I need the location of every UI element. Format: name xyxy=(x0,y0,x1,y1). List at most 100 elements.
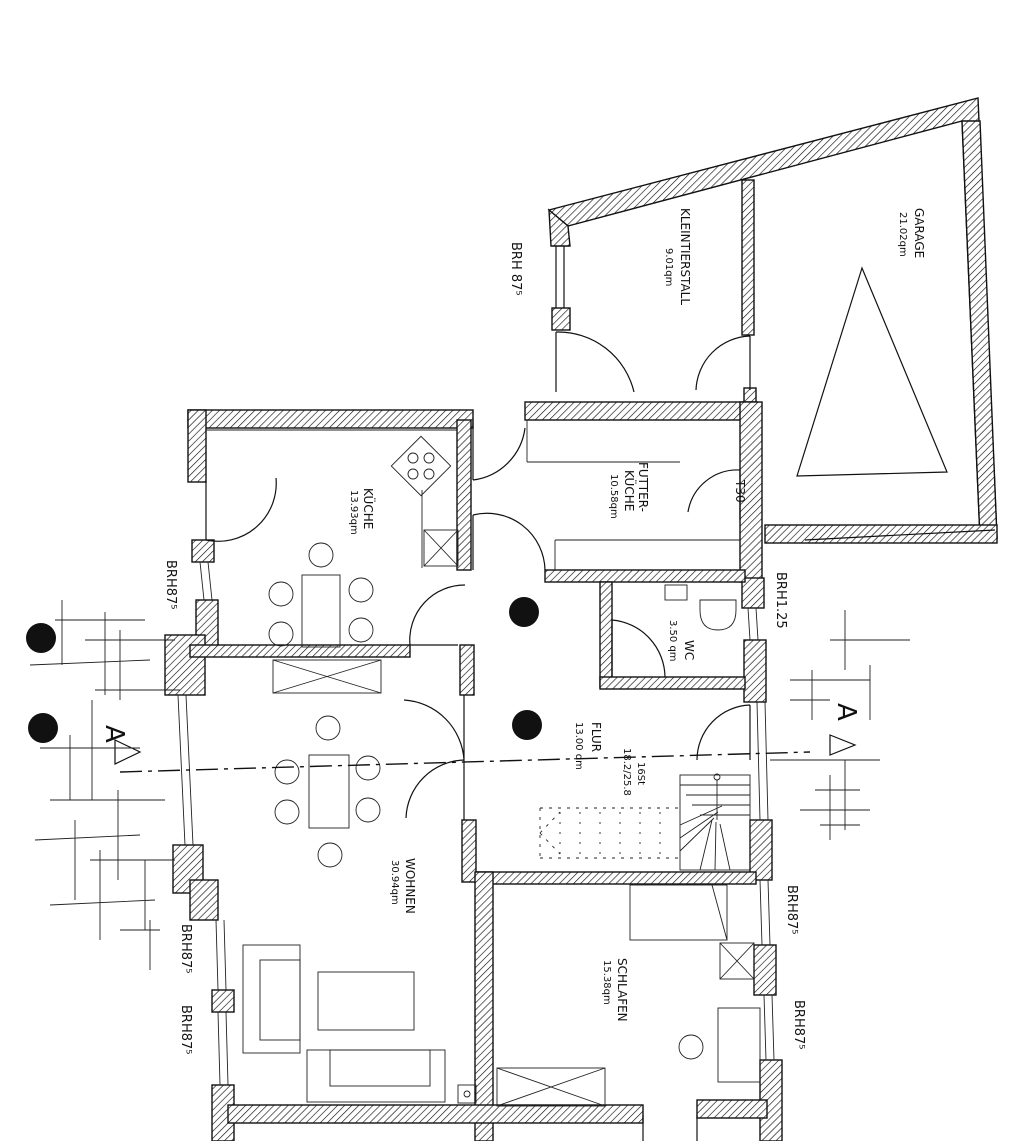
window-kueche-left xyxy=(199,561,213,601)
wall-kueche-wohnen xyxy=(189,644,411,658)
grid-marks-left xyxy=(29,600,180,970)
brh-kueche: BRH87⁵ xyxy=(163,560,178,609)
room-name-kleintierstall: KLEINTIERSTALL xyxy=(678,208,692,305)
kitchen-sink xyxy=(423,529,459,567)
stove-burner-3 xyxy=(407,468,419,480)
wall-bottom xyxy=(227,1104,644,1124)
door-kueche-flur xyxy=(409,584,466,646)
stair-arrow xyxy=(539,807,680,859)
schlafen-desk xyxy=(717,1007,761,1083)
room-name-wc: WC xyxy=(682,640,696,660)
cupboard-wohnen xyxy=(272,659,382,694)
stove-burner-2 xyxy=(423,452,435,464)
sofa-left xyxy=(242,944,301,1054)
coffee-table xyxy=(317,971,415,1031)
garage-bottom-wall xyxy=(764,524,998,544)
furniture xyxy=(242,435,761,1107)
window-wohnen-left-3 xyxy=(217,1011,229,1086)
wc-washbasin xyxy=(664,584,688,601)
wall-wohnen-schlafen xyxy=(474,871,494,1141)
room-area-wohnen: 30.94qm xyxy=(389,860,400,905)
window-flur-right xyxy=(756,701,769,821)
kitchen-table xyxy=(301,574,341,648)
dining-chair-6 xyxy=(317,842,343,868)
garage-divider-wall-upper xyxy=(741,179,755,336)
dining-chair-1 xyxy=(315,715,341,741)
light-outside-2 xyxy=(28,713,58,743)
schlafen-wardrobe-x xyxy=(496,1067,606,1107)
room-area-wc: 3.50 qm xyxy=(667,620,678,662)
wall-kueche-wohnen-2 xyxy=(459,644,475,696)
kitchen-chair-2 xyxy=(268,581,294,607)
window-schlafen-right xyxy=(759,879,771,946)
stove-wohnen xyxy=(457,1084,477,1104)
window-wc-right xyxy=(747,607,759,641)
section-arrow-right xyxy=(829,734,857,756)
wall-left-wohnen-4 xyxy=(211,989,235,1013)
room-area-kueche: 13.93qm xyxy=(348,490,359,535)
room-area-kleintierstall: 9.01qm xyxy=(663,248,674,286)
wall-right-wc-2 xyxy=(743,639,767,703)
section-line xyxy=(119,751,811,773)
window-wohnen-left-2 xyxy=(215,919,227,991)
door-futterkueche xyxy=(472,512,546,571)
room-name-futterkueche-2: KÜCHE xyxy=(622,470,638,511)
dining-chair-2 xyxy=(274,759,300,785)
grid-marks-right xyxy=(770,610,910,840)
wall-wc-left xyxy=(599,581,613,688)
light-flur-2 xyxy=(512,710,542,740)
brh-kleintierstall: BRH 87⁵ xyxy=(508,242,523,296)
doors xyxy=(205,420,751,1141)
room-name-schlafen: SCHLAFEN xyxy=(615,958,629,1022)
wall-futter-flur xyxy=(544,569,746,583)
door-garage-inner xyxy=(695,335,751,391)
kitchen-sink-x xyxy=(423,529,459,567)
windows xyxy=(177,561,775,1086)
kitchen-chair-4 xyxy=(348,577,374,603)
stair-count: 16St xyxy=(635,762,646,785)
stair-steps xyxy=(679,784,750,871)
kitchen-chair-3 xyxy=(268,621,294,647)
kleintier-left-wall-lower xyxy=(551,307,571,331)
room-name-flur: FLUR xyxy=(589,722,603,752)
brh-schlafen-1: BRH87⁵ xyxy=(784,885,799,934)
brh-schlafen-2: BRH87⁵ xyxy=(791,1000,806,1049)
dining-chair-5 xyxy=(355,797,381,823)
wall-top-right xyxy=(524,401,758,421)
wall-left-wohnen-3 xyxy=(189,879,219,921)
wall-bottom-right xyxy=(696,1099,768,1119)
door-kueche-left xyxy=(205,477,277,542)
dining-table xyxy=(308,754,350,829)
cupboard-wohnen-x xyxy=(272,659,382,694)
sofa-bottom xyxy=(306,1049,446,1103)
door-entrance-top xyxy=(472,420,526,481)
stove-burner-4 xyxy=(423,468,435,480)
garage-door-line xyxy=(804,529,996,541)
wc-toilet xyxy=(699,599,737,631)
stair-hatch xyxy=(559,812,661,854)
room-name-wohnen: WOHNEN xyxy=(403,858,417,914)
brh-wc: BRH1.25 xyxy=(773,572,788,629)
schlafen-chair xyxy=(678,1034,704,1060)
wall-right-schlafen xyxy=(753,944,777,996)
interior-walls xyxy=(189,419,768,1141)
door-label-t30: T30 xyxy=(733,479,747,503)
sofa-bottom-inner xyxy=(329,1049,431,1087)
door-wohnen-flur-bottom xyxy=(405,759,465,820)
section-arrow-left xyxy=(114,739,142,765)
door-schlafen xyxy=(642,1115,698,1141)
wall-top-left xyxy=(187,409,474,429)
wall-right-flur xyxy=(749,819,773,881)
wall-left-kueche-2 xyxy=(191,539,215,563)
wall-schlafen-top xyxy=(475,871,757,885)
door-wohnen-flur-top xyxy=(403,695,465,761)
wall-wohnen-flur xyxy=(461,819,477,883)
sofa-left-inner xyxy=(259,959,301,1041)
bed-pillow-line xyxy=(711,884,728,941)
wall-right-wc xyxy=(741,577,765,609)
light-outside-1 xyxy=(26,623,56,653)
wall-wc-bottom xyxy=(599,676,746,690)
light-flur-1 xyxy=(509,597,539,627)
stairs xyxy=(539,773,751,871)
